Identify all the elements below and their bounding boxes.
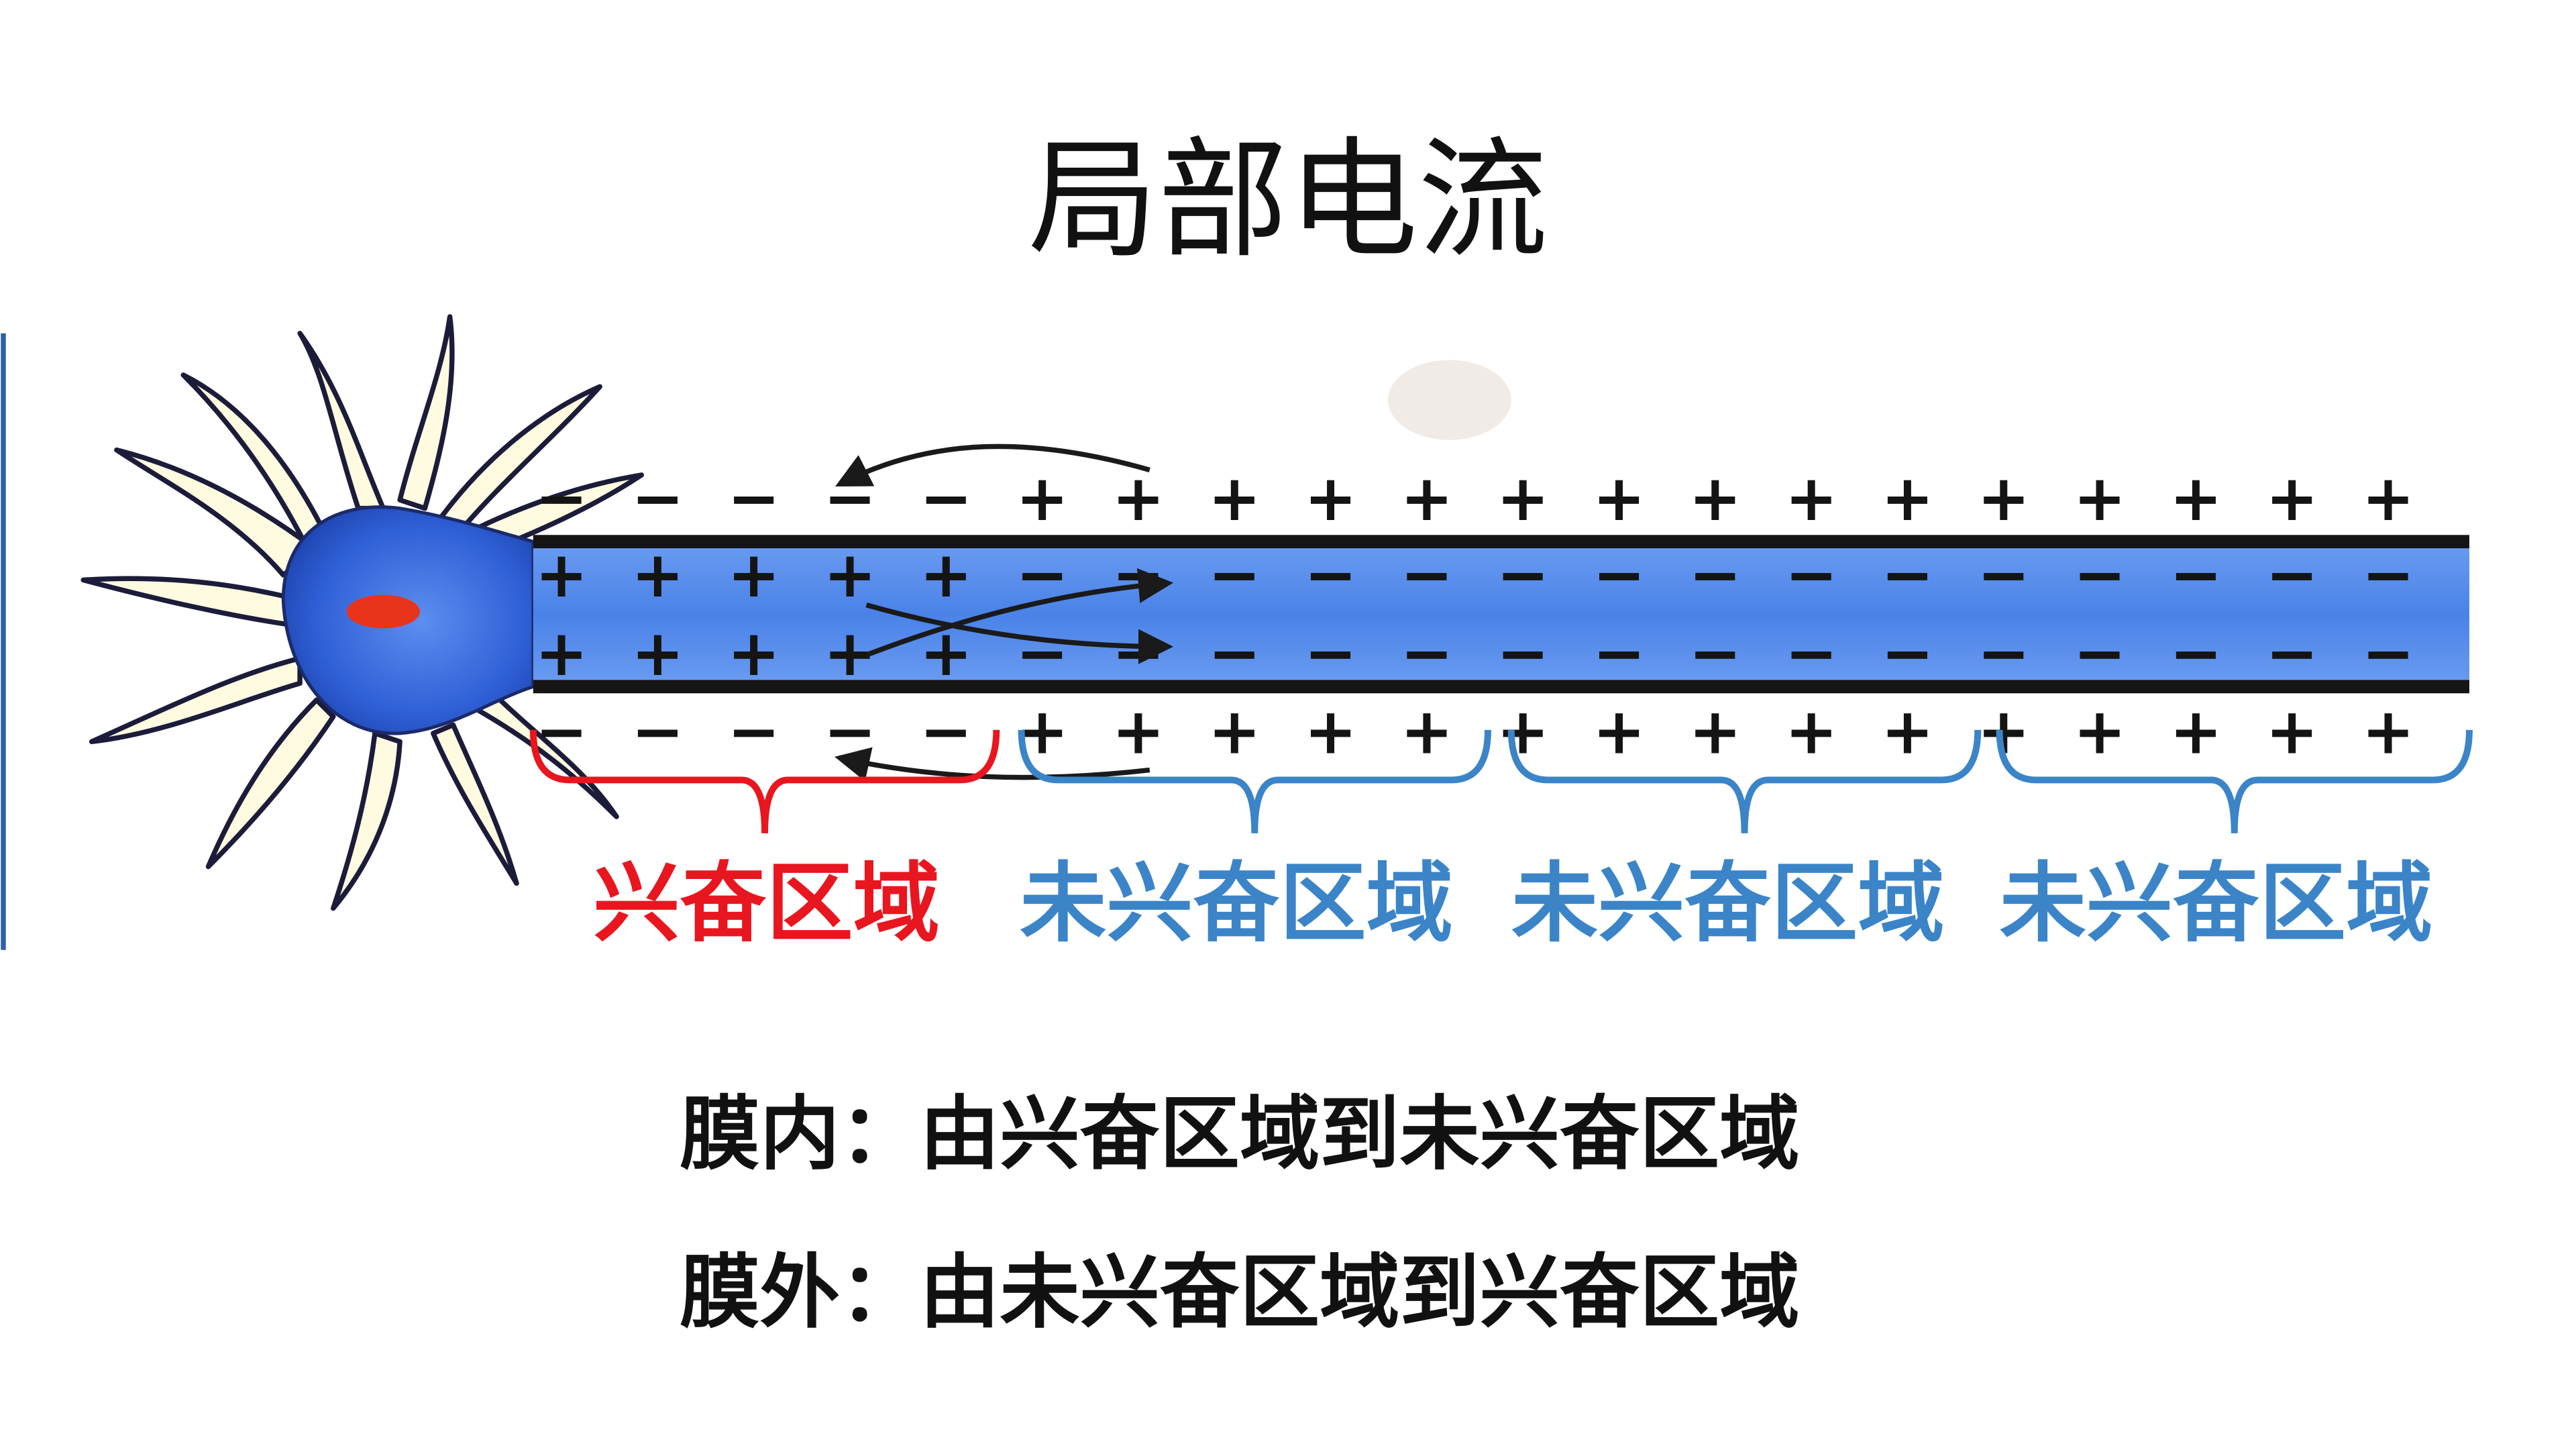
charge-outside-top: + bbox=[1688, 462, 1741, 535]
charge-inside-bottom: + bbox=[535, 617, 588, 690]
charge-inside-top: − bbox=[1688, 538, 1741, 612]
charge-outside-top: + bbox=[1977, 462, 2030, 535]
charge-outside-top: + bbox=[2361, 462, 2414, 535]
charge-outside-bottom: − bbox=[535, 695, 588, 769]
charge-inside-top: − bbox=[1593, 538, 1646, 612]
charge-outside-bottom: + bbox=[1304, 695, 1357, 769]
charge-inside-bottom: − bbox=[1881, 617, 1934, 690]
charge-inside-bottom: − bbox=[1304, 617, 1357, 690]
region-label-unexcited: 未兴奋区域 bbox=[2000, 853, 2433, 954]
charge-inside-bottom: − bbox=[2265, 617, 2318, 690]
membrane-charges: −−−−−++++++++++++++++++++−−−−−−−−−−−−−−−… bbox=[535, 462, 2415, 769]
charge-inside-bottom: − bbox=[1400, 617, 1453, 690]
charge-outside-top: + bbox=[1400, 462, 1453, 535]
charge-inside-top: − bbox=[1400, 538, 1453, 612]
charge-outside-bottom: + bbox=[2361, 695, 2414, 769]
inside-current-arrow-1 bbox=[865, 603, 1174, 664]
caption-inside-membrane: 膜内：由兴奋区域到未兴奋区域 bbox=[680, 1088, 1800, 1182]
charge-inside-top: − bbox=[1304, 538, 1357, 612]
charge-inside-bottom: − bbox=[1977, 617, 2030, 690]
region-label-excited: 兴奋区域 bbox=[593, 853, 940, 954]
charge-inside-top: − bbox=[1785, 538, 1838, 612]
charge-outside-bottom: + bbox=[2169, 695, 2222, 769]
charge-inside-bottom: − bbox=[1593, 617, 1646, 690]
charge-inside-top: − bbox=[2169, 538, 2222, 612]
region-label-unexcited: 未兴奋区域 bbox=[1020, 853, 1453, 954]
charge-inside-top: − bbox=[1497, 538, 1550, 612]
charge-inside-top: + bbox=[920, 538, 973, 612]
charge-outside-top: − bbox=[631, 462, 684, 535]
nucleus bbox=[346, 594, 420, 629]
charge-inside-top: − bbox=[2074, 538, 2127, 612]
charge-outside-bottom: + bbox=[2074, 695, 2127, 769]
charge-inside-bottom: − bbox=[2169, 617, 2222, 690]
charge-outside-bottom: + bbox=[1593, 695, 1646, 769]
charge-inside-top: + bbox=[727, 538, 780, 612]
charge-outside-top: + bbox=[2074, 462, 2127, 535]
region-label-unexcited: 未兴奋区域 bbox=[1511, 853, 1945, 954]
charge-inside-top: − bbox=[1208, 538, 1261, 612]
charge-outside-top: + bbox=[2265, 462, 2318, 535]
decorative-blob bbox=[1388, 360, 1511, 440]
slide-title: 局部电流 bbox=[1028, 126, 1548, 277]
charge-outside-top: − bbox=[920, 462, 973, 535]
charge-outside-top: + bbox=[1016, 462, 1069, 535]
region-labels: 兴奋区域未兴奋区域未兴奋区域未兴奋区域 bbox=[593, 853, 2432, 954]
charge-outside-top: + bbox=[1304, 462, 1357, 535]
charge-outside-top: + bbox=[1881, 462, 1934, 535]
caption-outside-membrane: 膜外：由未兴奋区域到兴奋区域 bbox=[680, 1246, 1800, 1340]
charge-inside-top: − bbox=[1977, 538, 2030, 612]
inside-current-arrow-2 bbox=[865, 568, 1174, 658]
charge-outside-top: − bbox=[727, 462, 780, 535]
outside-current-arrow-top bbox=[835, 444, 1150, 487]
charge-inside-top: − bbox=[2361, 538, 2414, 612]
charge-outside-bottom: + bbox=[1688, 695, 1741, 769]
charge-inside-bottom: − bbox=[1016, 617, 1069, 690]
charge-inside-top: − bbox=[2265, 538, 2318, 612]
charge-inside-top: − bbox=[1112, 538, 1165, 612]
charge-outside-bottom: + bbox=[1785, 695, 1838, 769]
outside-current-arrow-bottom bbox=[835, 747, 1150, 782]
charge-inside-bottom: + bbox=[727, 617, 780, 690]
charge-inside-top: + bbox=[535, 538, 588, 612]
charge-outside-top: + bbox=[1785, 462, 1838, 535]
charge-outside-bottom: + bbox=[1112, 695, 1165, 769]
charge-outside-top: + bbox=[1112, 462, 1165, 535]
charge-outside-bottom: + bbox=[2265, 695, 2318, 769]
charge-inside-bottom: − bbox=[1497, 617, 1550, 690]
charge-outside-bottom: + bbox=[1881, 695, 1934, 769]
charge-outside-top: + bbox=[1208, 462, 1261, 535]
charge-inside-top: + bbox=[823, 538, 876, 612]
charge-outside-bottom: + bbox=[1208, 695, 1261, 769]
charge-inside-bottom: − bbox=[1785, 617, 1838, 690]
charge-inside-top: − bbox=[1881, 538, 1934, 612]
charge-inside-bottom: − bbox=[1112, 617, 1165, 690]
charge-inside-bottom: − bbox=[2361, 617, 2414, 690]
charge-outside-bottom: + bbox=[1400, 695, 1453, 769]
charge-outside-top: + bbox=[1497, 462, 1550, 535]
charge-outside-top: − bbox=[535, 462, 588, 535]
charge-outside-bottom: − bbox=[727, 695, 780, 769]
charge-outside-top: + bbox=[1593, 462, 1646, 535]
charge-inside-bottom: + bbox=[631, 617, 684, 690]
charge-outside-top: + bbox=[2169, 462, 2222, 535]
charge-outside-bottom: − bbox=[631, 695, 684, 769]
charge-inside-bottom: − bbox=[1208, 617, 1261, 690]
charge-inside-bottom: − bbox=[2074, 617, 2127, 690]
charge-inside-top: + bbox=[631, 538, 684, 612]
charge-outside-bottom: − bbox=[920, 695, 973, 769]
charge-outside-bottom: + bbox=[1497, 695, 1550, 769]
charge-inside-bottom: − bbox=[1688, 617, 1741, 690]
axon bbox=[533, 541, 2469, 687]
